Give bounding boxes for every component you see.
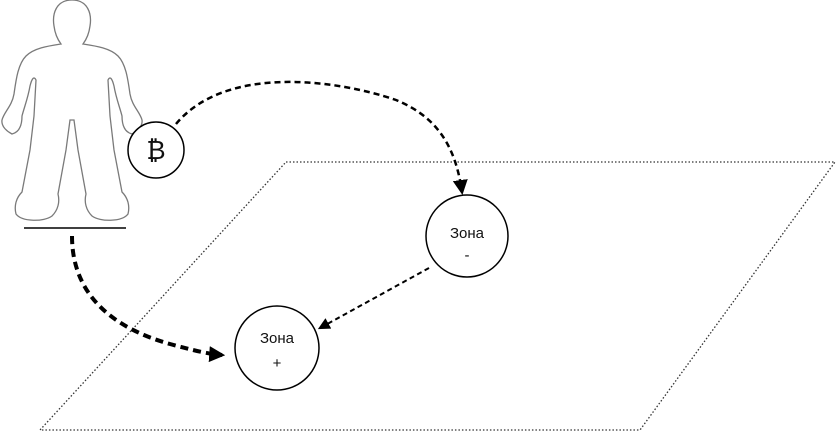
bitcoin-coin: ₿ [127, 121, 185, 179]
arrow-zone-minus-to-zone-plus [317, 267, 430, 330]
arrow-coin-to-zone-minus [175, 80, 468, 195]
coin-circle [127, 121, 185, 179]
plane-outline [38, 161, 837, 431]
zone-plus-title: Зона [260, 330, 295, 347]
zone-plus: Зона + [234, 305, 320, 391]
bitcoin-icon: ₿ [146, 136, 165, 166]
zone-plus-circle [234, 305, 320, 391]
zone-minus: Зона - [425, 194, 509, 278]
zone-minus-circle [425, 194, 509, 278]
zone-minus-sign: - [465, 247, 470, 264]
zone-minus-title: Зона [450, 225, 485, 242]
person-icon [1, 0, 143, 229]
arrow-person-to-zone-plus [70, 235, 226, 363]
zone-plus-sign: + [273, 355, 282, 372]
